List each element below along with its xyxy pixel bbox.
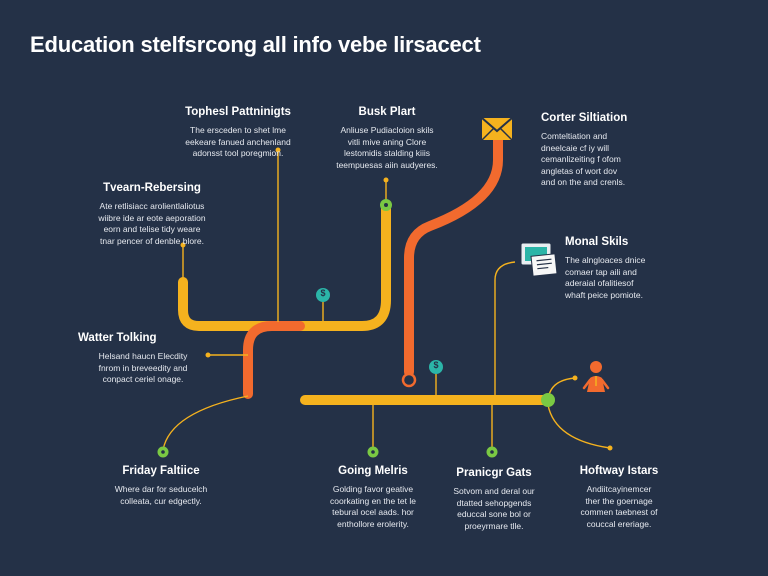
block-line: Ate retlisiacc arolientlaliotus xyxy=(99,201,205,211)
green-node-right xyxy=(541,393,555,407)
block-line: Andiitcayinemcer xyxy=(586,484,652,494)
connector-friday xyxy=(162,395,249,451)
block-water: Watter Tolking Helsand haucn Elecdity fn… xyxy=(78,332,208,386)
orange-main-path xyxy=(404,135,503,377)
block-line: commen taebnest of xyxy=(580,507,658,517)
block-line: aderaial ofalitiesof xyxy=(565,278,634,288)
block-line: educcal sone bol or xyxy=(457,509,531,519)
block-line: tnar pencer of denble blore. xyxy=(100,235,204,246)
block-line: Helsand haucn Elecdity xyxy=(98,351,188,361)
block-topical: Tophesl Pattninigts The ersceden to shet… xyxy=(168,106,308,160)
block-busk: Busk Plart Anliuse Pudiacloion skils vit… xyxy=(322,106,452,171)
block-heading: Tophesl Pattninigts xyxy=(185,106,291,118)
block-line: tebural ocel aads. hor xyxy=(332,507,414,517)
block-line: dtatted sehopgends xyxy=(456,497,532,508)
block-hoftway: Hoftway Istars Andiitcayinemcer ther the… xyxy=(560,465,678,530)
monitor-document-icon xyxy=(520,242,558,277)
teal-marker-1-label: $ xyxy=(320,288,326,298)
block-line: comaer tap aili and xyxy=(565,266,637,277)
block-line: eorn and telise tidy weare xyxy=(103,224,201,234)
envelope-icon xyxy=(481,117,513,141)
block-line: Where dar for seducelch xyxy=(114,484,208,494)
block-heading: Busk Plart xyxy=(358,106,416,118)
block-line: fnrom in breveedity and xyxy=(98,362,188,373)
block-tvearn: Tvearn-Rebersing Ate retlisiacc arolient… xyxy=(78,182,226,247)
block-line: The ersceden to shet lme xyxy=(190,125,286,135)
block-line: ther the goernage xyxy=(585,495,653,506)
block-line: Golding favor geative xyxy=(332,484,414,494)
block-friday: Friday Faltiice Where dar for seducelch … xyxy=(96,465,226,507)
teal-marker-2 xyxy=(429,360,443,374)
block-line: The alngloaces dnice xyxy=(565,255,646,265)
block-heading: Monal Skils xyxy=(565,236,629,248)
teal-marker-1 xyxy=(316,288,330,302)
orange-left-path xyxy=(243,321,305,399)
block-going: Going Melris Golding favor geative coork… xyxy=(310,465,436,530)
block-line: colleata, cur edgectly. xyxy=(120,495,202,506)
block-heading: Watter Tolking xyxy=(78,332,157,344)
block-line: and on the and crenls. xyxy=(541,177,626,187)
block-line: vitli mive aning Clore xyxy=(347,136,427,147)
block-line: angletas of wort dov xyxy=(541,165,618,176)
block-line: couccal ereriage. xyxy=(586,518,652,529)
block-line: Comteltiation and xyxy=(541,131,608,141)
block-line: lestomidis stalding kiiis xyxy=(344,148,430,158)
block-line: Sotvom and deral our xyxy=(453,486,535,496)
connector-monal xyxy=(494,261,516,396)
block-heading: Pranicgr Gats xyxy=(456,467,532,479)
block-heading: Corter Siltiation xyxy=(541,112,628,124)
block-line: wiibre ide ar eote aeporation xyxy=(98,212,206,223)
block-heading: Hoftway Istars xyxy=(579,465,659,477)
block-heading: Tvearn-Rebersing xyxy=(103,182,201,194)
block-line: enthollore erolerity. xyxy=(337,518,409,529)
block-line: conpact ceriel onage. xyxy=(102,374,184,384)
block-monal: Monal Skils The alngloaces dnice comaer … xyxy=(565,236,675,301)
page-title: Education stelfsrcong all info vebe lirs… xyxy=(30,32,481,57)
block-line: whaft peice pomiote. xyxy=(565,289,643,300)
block-line: adonsst tool poregmion. xyxy=(192,148,284,158)
block-pranicgr: Pranicgr Gats Sotvom and deral our dtatt… xyxy=(436,467,552,532)
block-line: cemanlizeiting f ofom xyxy=(541,154,621,164)
block-line: eekeare fanued anchenland xyxy=(185,136,291,147)
block-line: proeyrmare tlle. xyxy=(464,520,524,531)
block-heading: Going Melris xyxy=(338,465,408,477)
orange-end-ring xyxy=(401,372,417,388)
block-line: teempuesas aiin audyeres. xyxy=(336,159,438,170)
person-icon xyxy=(582,361,610,392)
connector-hoftway xyxy=(547,404,611,449)
teal-marker-2-label: $ xyxy=(433,360,439,370)
block-heading: Friday Faltiice xyxy=(122,465,200,477)
block-line: coorkating en the tet le xyxy=(329,495,416,506)
block-line: Anliuse Pudiacloion skils xyxy=(340,125,434,135)
block-corter: Corter Siltiation Comteltiation and dnee… xyxy=(541,112,671,189)
block-line: dneelcaie cf iy will xyxy=(541,142,610,153)
